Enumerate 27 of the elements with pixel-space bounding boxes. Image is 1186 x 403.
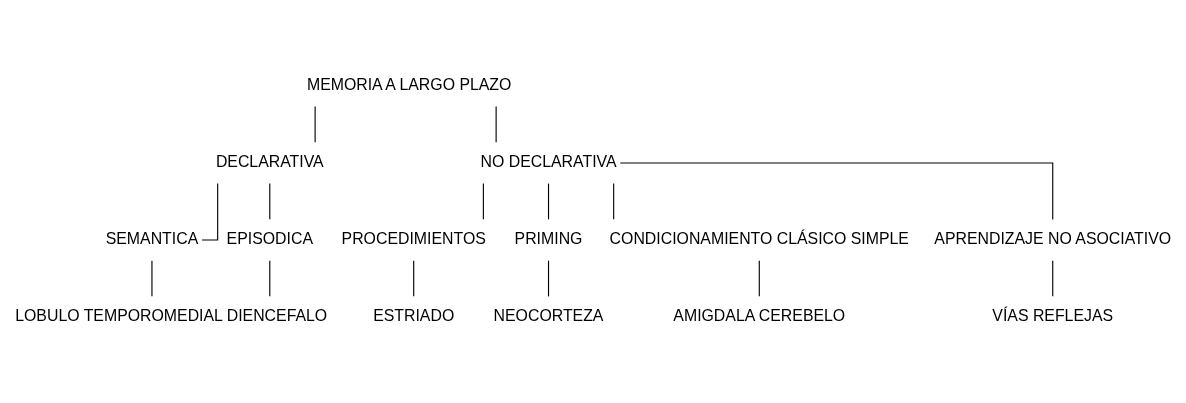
node-text: DECLARATIVA <box>215 153 324 171</box>
connector <box>613 183 615 220</box>
node-text: NO DECLARATIVA <box>480 153 617 171</box>
connector <box>758 260 760 297</box>
node-text: ESTRIADO <box>373 307 455 325</box>
node-text: APRENDIZAJE NO ASOCIATIVO <box>934 230 1172 248</box>
connector <box>547 260 550 297</box>
node-text: NEOCORTEZA <box>493 307 604 325</box>
connector <box>269 183 271 220</box>
connector <box>482 183 484 220</box>
connector <box>619 162 1054 220</box>
connector <box>314 106 316 143</box>
node-text: AMIGDALA CEREBELO <box>673 307 846 325</box>
connector <box>547 183 550 220</box>
connector <box>495 106 497 143</box>
node-text: VÍAS REFLEJAS <box>992 307 1114 325</box>
node-text: PROCEDIMIENTOS <box>341 230 486 248</box>
connector <box>201 183 219 241</box>
connector <box>1052 260 1054 297</box>
node-text: PRIMING <box>514 230 583 248</box>
connector <box>269 260 271 297</box>
node-text: CONDICIONAMIENTO CLÁSICO SIMPLE <box>609 230 909 248</box>
node-text: EPISODICA <box>226 230 313 248</box>
node-text: MEMORIA A LARGO PLAZO <box>306 76 512 94</box>
connector <box>413 260 415 297</box>
node-text: SEMANTICA <box>105 230 199 248</box>
node-text: LOBULO TEMPOROMEDIAL DIENCEFALO <box>15 307 328 325</box>
